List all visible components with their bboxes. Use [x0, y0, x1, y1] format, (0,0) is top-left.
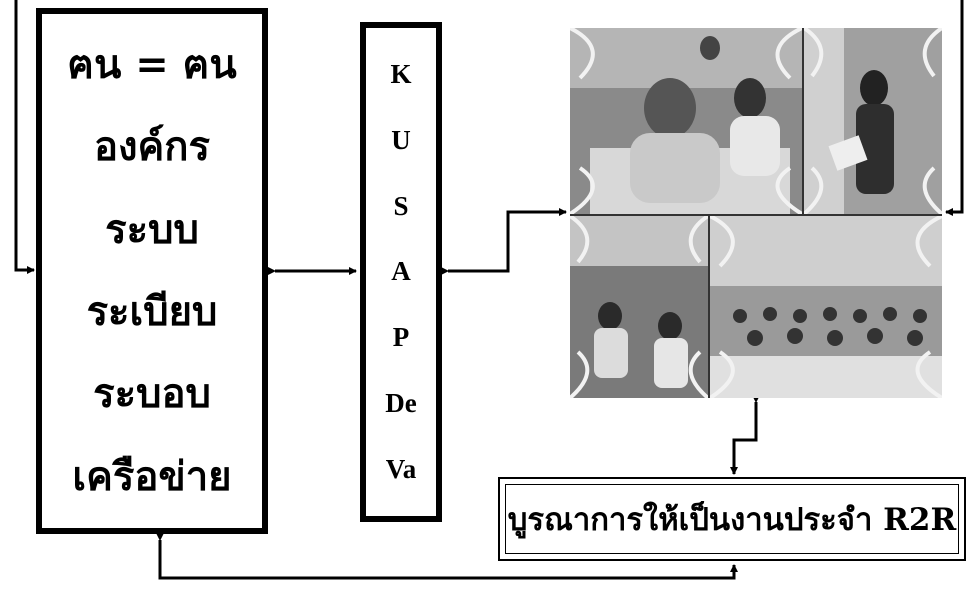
- left-item-regulation: ระเบียบ: [86, 288, 218, 336]
- integration-r2r-box: บูรณาการให้เป็นงานประจำ R2R: [498, 477, 966, 561]
- letter-va: Va: [385, 453, 417, 484]
- middle-photo-arrow: [441, 208, 567, 275]
- left-item-system: ระบบ: [105, 205, 199, 253]
- letter-a: A: [391, 256, 411, 287]
- letter-s: S: [393, 190, 409, 221]
- middle-kusap-box: K U S A P De Va: [360, 22, 442, 522]
- left-item-person: ฅน = ฅน: [67, 41, 237, 89]
- letter-k: K: [390, 59, 412, 90]
- left-item-regime: ระบอบ: [93, 370, 211, 418]
- integration-box-inner-border: [505, 484, 959, 554]
- left-item-network: เครือข่าย: [72, 452, 232, 500]
- letter-p: P: [392, 322, 410, 353]
- letter-de: De: [385, 387, 417, 418]
- left-loop-arrow: [14, 0, 35, 274]
- left-concept-box: ฅน = ฅน องค์กร ระบบ ระเบียบ ระบอบ เครือข…: [36, 8, 268, 534]
- right-loop-arrow: [945, 0, 964, 216]
- photo-classroom-discussion: [570, 28, 802, 214]
- photo-collage: [570, 28, 942, 398]
- letter-u: U: [391, 125, 411, 156]
- left-item-organization: องค์กร: [93, 123, 210, 171]
- photo-woman-speaking: [804, 28, 942, 214]
- bottom-loop-arrow: [156, 533, 738, 580]
- photo-seminar-hall: [710, 216, 942, 398]
- photo-students-writing: [570, 216, 708, 398]
- photo-bottom-arrow: [730, 395, 760, 475]
- integration-label: บูรณาการให้เป็นงานประจำ R2R: [507, 502, 957, 538]
